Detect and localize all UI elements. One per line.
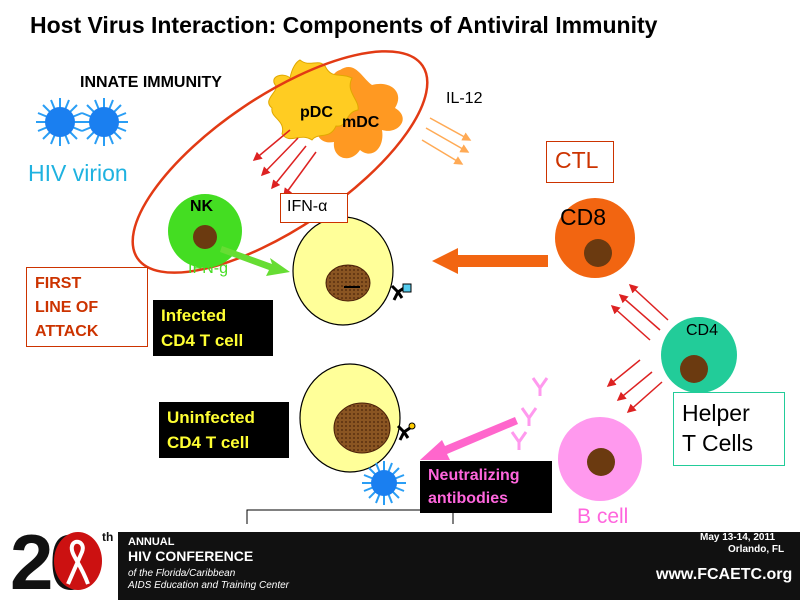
- cd4-label: CD4: [686, 322, 719, 339]
- pdc-label: pDC: [300, 104, 333, 121]
- first-line-box: FIRST LINE OF ATTACK: [26, 267, 148, 347]
- red-ribbon-icon: [66, 539, 90, 585]
- helper-label: Helper T Cells: [682, 400, 754, 456]
- hiv-virion-small-icon: [362, 461, 406, 505]
- uninfected-t-cell: [299, 363, 401, 473]
- hiv-virion-icon: [36, 98, 128, 146]
- help-cd8-arrows: [610, 283, 669, 341]
- footer-org-line2: AIDS Education and Training Center: [128, 580, 290, 591]
- footer-dates: May 13-14, 2011: [700, 532, 776, 543]
- ifn-alpha-label: IFN-α: [287, 198, 328, 215]
- virus-particle-icon-2: [396, 422, 416, 441]
- virus-particle-icon: [390, 283, 412, 301]
- footer-org-line1: of the Florida/Caribbean: [128, 568, 236, 579]
- neutralizing-arrow: [420, 417, 518, 460]
- footer-superscript: th: [102, 530, 114, 544]
- b-cell: [558, 417, 642, 501]
- footer-annual: ANNUAL: [128, 536, 175, 548]
- b-cell-label: B cell: [577, 505, 629, 528]
- first-line-label: FIRST LINE OF ATTACK: [35, 275, 99, 340]
- help-b-arrows: [606, 359, 663, 413]
- infected-t-cell: [292, 216, 394, 326]
- ifn-alpha-arrows: [252, 129, 317, 198]
- cd4-helper-cell: [661, 317, 737, 393]
- nk-label: NK: [190, 198, 214, 215]
- il12-label: IL-12: [446, 90, 483, 107]
- footer-website[interactable]: www.FCAETC.org: [656, 566, 793, 583]
- innate-immunity-label: INNATE IMMUNITY: [80, 74, 222, 91]
- ifn-g-arrow: [220, 246, 290, 276]
- ifn-alpha-box: IFN-α: [280, 193, 348, 223]
- il12-arrows: [421, 117, 472, 165]
- ribbon-logo: [54, 532, 102, 590]
- mdc-label: mDC: [342, 114, 380, 131]
- footer-location: Orlando, FL: [728, 544, 785, 555]
- hiv-virion-label: HIV virion: [28, 160, 128, 186]
- antibody-icons: [510, 377, 549, 450]
- uninfected-label: Uninfected CD4 T cell: [159, 402, 289, 458]
- footer-band: [118, 532, 800, 600]
- cd8-cell: [555, 198, 635, 278]
- infected-label: Infected CD4 T cell: [153, 300, 273, 356]
- ifn-g-label: IFN-g: [188, 260, 228, 277]
- helper-box: Helper T Cells: [673, 392, 785, 466]
- footer-conference: HIV CONFERENCE: [128, 548, 254, 564]
- slide-title: Host Virus Interaction: Components of An…: [30, 12, 658, 38]
- cd8-label: CD8: [560, 204, 607, 230]
- ctl-kill-arrow: [432, 248, 548, 274]
- neutralizing-label: Neutralizing antibodies: [420, 461, 552, 513]
- ctl-box: CTL: [546, 141, 614, 183]
- ctl-label: CTL: [555, 147, 599, 173]
- conference-footer: 20 th ANNUAL HIV CONFERENCE of the Flori…: [0, 522, 800, 602]
